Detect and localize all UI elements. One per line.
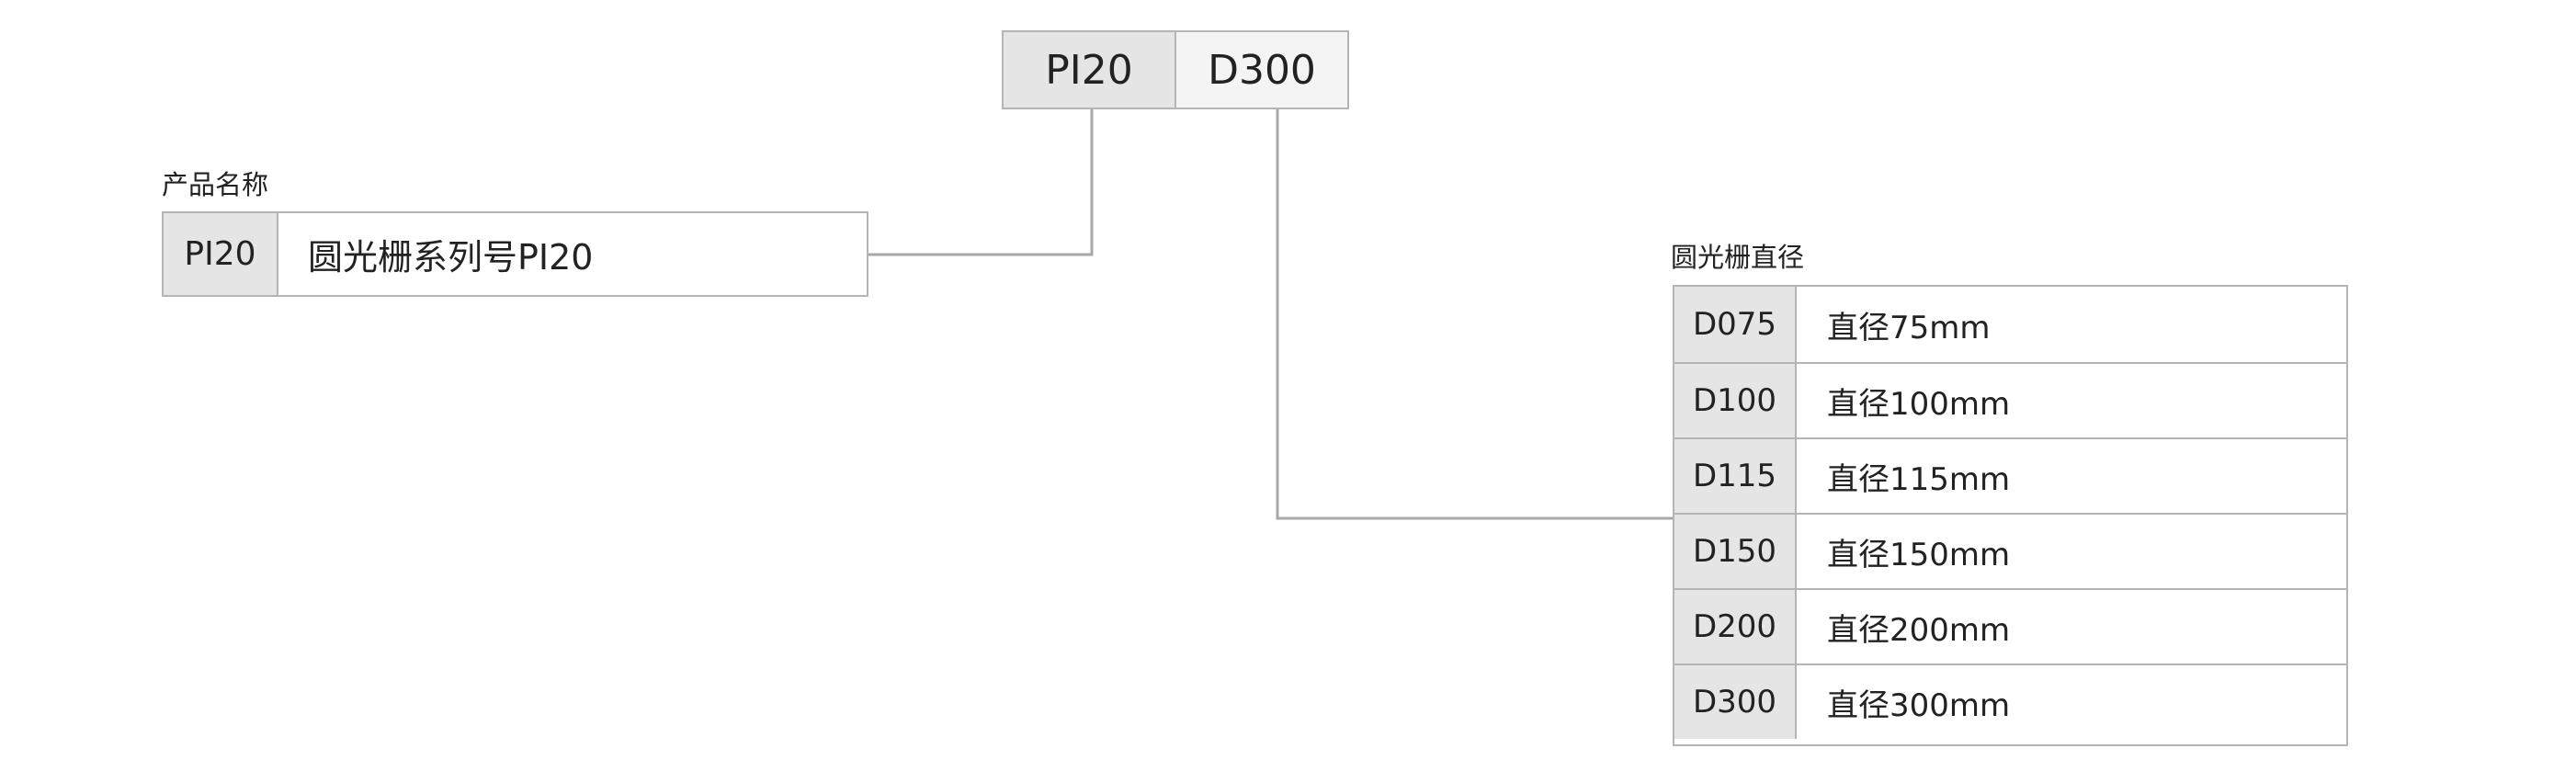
option-code: D300 [1674,665,1797,739]
product-name-label: 产品名称 [162,169,269,200]
table-row: D115 直径115mm [1674,437,2346,513]
table-row: D200 直径200mm [1674,588,2346,664]
option-description: 直径115mm [1797,439,2346,513]
diameter-table: D075 直径75mm D100 直径100mm D115 直径115mm D1… [1673,285,2348,746]
connector-diameter [1276,108,1673,520]
option-code: PI20 [164,213,278,295]
option-description: 直径75mm [1797,287,2346,362]
table-row: D075 直径75mm [1674,287,2346,362]
option-code: D115 [1674,439,1797,513]
diameter-label: 圆光栅直径 [1671,242,1805,273]
option-description: 直径150mm [1797,515,2346,588]
code-segment-diameter: D300 [1176,32,1347,108]
connector-product-name [868,108,1094,256]
table-row: D100 直径100mm [1674,362,2346,437]
option-description: 直径100mm [1797,364,2346,437]
table-row: PI20 圆光栅系列号PI20 [164,213,867,295]
code-segment-product: PI20 [1004,32,1176,108]
option-code: D150 [1674,515,1797,588]
option-code: D100 [1674,364,1797,437]
option-code: D200 [1674,590,1797,664]
option-description: 直径300mm [1797,665,2346,739]
product-name-table: PI20 圆光栅系列号PI20 [162,211,868,297]
table-row: D150 直径150mm [1674,513,2346,588]
option-description: 直径200mm [1797,590,2346,664]
model-code: PI20 D300 [1002,30,1349,109]
table-row: D300 直径300mm [1674,664,2346,739]
option-code: D075 [1674,287,1797,362]
option-description: 圆光栅系列号PI20 [278,213,867,295]
